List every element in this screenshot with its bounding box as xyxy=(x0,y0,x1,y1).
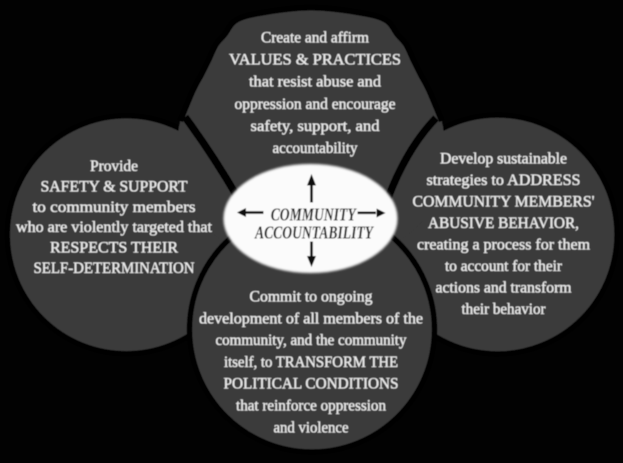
svg-text:RESPECTS THEIR: RESPECTS THEIR xyxy=(50,240,178,257)
svg-text:creating a process for them: creating a process for them xyxy=(417,237,591,254)
svg-text:that resist abuse and: that resist abuse and xyxy=(249,74,381,91)
svg-text:that reinforce oppression: that reinforce oppression xyxy=(236,398,386,415)
svg-text:oppression and encourage: oppression and encourage xyxy=(235,96,396,113)
svg-text:and violence: and violence xyxy=(274,419,349,436)
svg-text:community, and the community: community, and the community xyxy=(216,332,407,349)
svg-text:Provide: Provide xyxy=(90,158,138,175)
svg-text:ABUSIVE BEHAVIOR,: ABUSIVE BEHAVIOR, xyxy=(428,215,579,232)
svg-text:their behavior: their behavior xyxy=(462,301,547,318)
svg-text:who are violently targeted tha: who are violently targeted that xyxy=(16,219,213,236)
svg-text:safety, support, and: safety, support, and xyxy=(251,118,380,135)
svg-text:itself, to TRANSFORM THE: itself, to TRANSFORM THE xyxy=(224,354,398,371)
svg-text:SAFETY & SUPPORT: SAFETY & SUPPORT xyxy=(41,178,188,195)
svg-text:to account for their: to account for their xyxy=(445,258,563,275)
svg-text:Develop sustainable: Develop sustainable xyxy=(440,151,567,168)
svg-text:COMMUNITY MEMBERS': COMMUNITY MEMBERS' xyxy=(413,194,595,211)
svg-text:VALUES & PRACTICES: VALUES & PRACTICES xyxy=(229,52,401,69)
svg-text:strategies to ADDRESS: strategies to ADDRESS xyxy=(427,172,581,189)
svg-text:COMMUNITY: COMMUNITY xyxy=(271,205,358,225)
svg-text:accountability: accountability xyxy=(273,140,358,157)
svg-text:to community members: to community members xyxy=(33,199,196,216)
svg-text:ACCOUNTABILITY: ACCOUNTABILITY xyxy=(254,223,374,243)
svg-text:SELF-DETERMINATION: SELF-DETERMINATION xyxy=(34,260,195,277)
svg-text:development of all members of: development of all members of the xyxy=(199,310,423,327)
svg-text:Create and affirm: Create and affirm xyxy=(261,30,370,47)
svg-text:actions and transform: actions and transform xyxy=(436,280,573,297)
svg-text:POLITICAL CONDITIONS: POLITICAL CONDITIONS xyxy=(224,376,399,393)
svg-text:Commit to ongoing: Commit to ongoing xyxy=(250,289,373,306)
